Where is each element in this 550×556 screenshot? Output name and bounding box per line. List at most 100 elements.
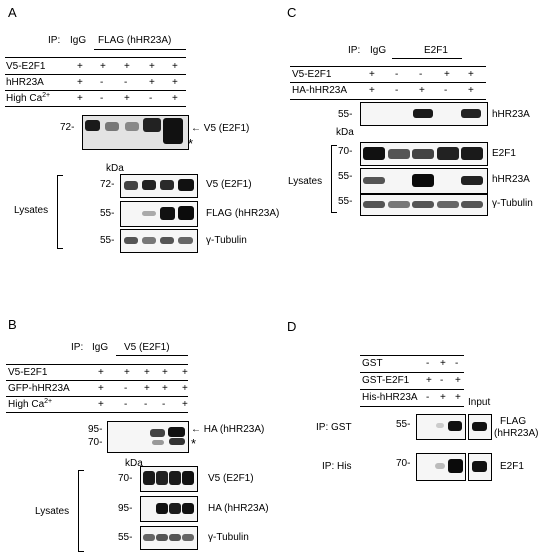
condition-mark: - (440, 375, 444, 386)
condition-mark: + (440, 392, 446, 403)
blot-label: γ-Tubulin (206, 235, 247, 246)
nonspecific-star: * (191, 436, 197, 451)
marker-label: 70- (118, 473, 133, 484)
blot-band (412, 149, 434, 159)
table-rule (290, 99, 486, 100)
table-rule (360, 355, 464, 356)
table-rule (360, 372, 464, 373)
panel-letter: B (8, 317, 17, 332)
condition-mark: - (455, 358, 459, 369)
blot-label: V5 (E2F1) (208, 473, 254, 484)
blot-band (412, 174, 434, 187)
blot-label: γ-Tubulin (492, 198, 533, 209)
blot-label: E2F1 (500, 461, 524, 472)
condition-mark: - (426, 392, 430, 403)
blot-band (461, 201, 483, 208)
panel-letter: C (287, 5, 297, 20)
table-rule (6, 380, 188, 381)
ip-bracket-line (94, 49, 186, 50)
blot-band (160, 207, 175, 220)
lysates-label: Lysates (14, 205, 49, 216)
blot-band (125, 122, 139, 131)
blot-band (168, 427, 185, 437)
condition-mark: - (100, 77, 104, 88)
blot-band (461, 147, 483, 160)
condition-mark: + (149, 77, 155, 88)
condition-mark: + (455, 392, 461, 403)
blot-label: hHR23A (492, 109, 530, 120)
input-blot (468, 414, 492, 440)
ip-target-label: V5 (E2F1) (124, 342, 170, 353)
marker-label: 70- (338, 146, 353, 157)
table-rule (5, 106, 186, 107)
condition-mark: - (124, 399, 128, 410)
lysates-label: Lysates (35, 506, 70, 517)
lysate-blot (360, 142, 488, 166)
condition-mark: + (100, 61, 106, 72)
table-rule (5, 90, 186, 91)
condition-label: High Ca2+ (8, 398, 53, 410)
blot-band (461, 109, 481, 118)
table-rule (6, 412, 188, 413)
table-rule (360, 389, 464, 390)
condition-label: V5-E2F1 (8, 367, 48, 378)
blot-band (142, 180, 156, 190)
condition-label: GFP-hHR23A (8, 383, 70, 394)
blot-band (169, 503, 181, 514)
lysates-brace (78, 470, 84, 552)
blot-band (156, 503, 168, 514)
lysates-brace (331, 145, 337, 213)
blot-band (413, 109, 433, 118)
blot-band (461, 176, 483, 185)
lysate-blot (140, 526, 198, 550)
ip-blot (360, 102, 488, 126)
marker-label: 72- (60, 122, 75, 133)
blot-band (156, 471, 168, 485)
igg-label: IgG (370, 45, 387, 56)
table-rule (5, 74, 186, 75)
condition-mark: + (426, 375, 432, 386)
blot-band (124, 181, 138, 190)
blot-band (178, 179, 194, 191)
condition-mark: + (144, 367, 150, 378)
condition-label: GST (362, 358, 383, 369)
blot-label: V5 (E2F1) (206, 179, 252, 190)
marker-label: 95- (88, 424, 103, 435)
table-rule (290, 66, 486, 67)
blot-band (412, 201, 434, 208)
condition-mark: + (162, 367, 168, 378)
blot-band (472, 422, 487, 431)
condition-mark: + (182, 383, 188, 394)
ip-blot (82, 115, 189, 150)
kda-label: kDa (336, 127, 354, 138)
condition-mark: + (172, 77, 178, 88)
blot-band (178, 237, 193, 244)
condition-label: hHR23A (6, 77, 44, 88)
ip-target-label: E2F1 (424, 45, 448, 56)
blot-band (142, 211, 156, 216)
condition-mark: + (124, 367, 130, 378)
blot-label: E2F1 (492, 148, 516, 159)
marker-label: 55- (338, 196, 353, 207)
blot-label: hHR23A (492, 174, 530, 185)
condition-mark: + (98, 367, 104, 378)
ip-bracket-line (116, 355, 188, 356)
condition-mark: - (426, 358, 430, 369)
lysate-blot (140, 496, 198, 522)
condition-mark: - (162, 399, 166, 410)
condition-mark: + (419, 85, 425, 96)
condition-superscript: 2+ (42, 92, 51, 99)
condition-mark: - (124, 383, 128, 394)
input-blot (468, 453, 492, 481)
condition-mark: + (124, 93, 130, 104)
blot-band (182, 534, 194, 541)
blot-band (85, 120, 100, 131)
blot-band (363, 201, 385, 208)
ip-label: IP: His (322, 461, 352, 472)
condition-mark: + (77, 93, 83, 104)
condition-mark: + (440, 358, 446, 369)
condition-mark: + (468, 85, 474, 96)
condition-mark: - (124, 77, 128, 88)
condition-mark: - (395, 69, 399, 80)
lysate-blot (140, 466, 198, 492)
